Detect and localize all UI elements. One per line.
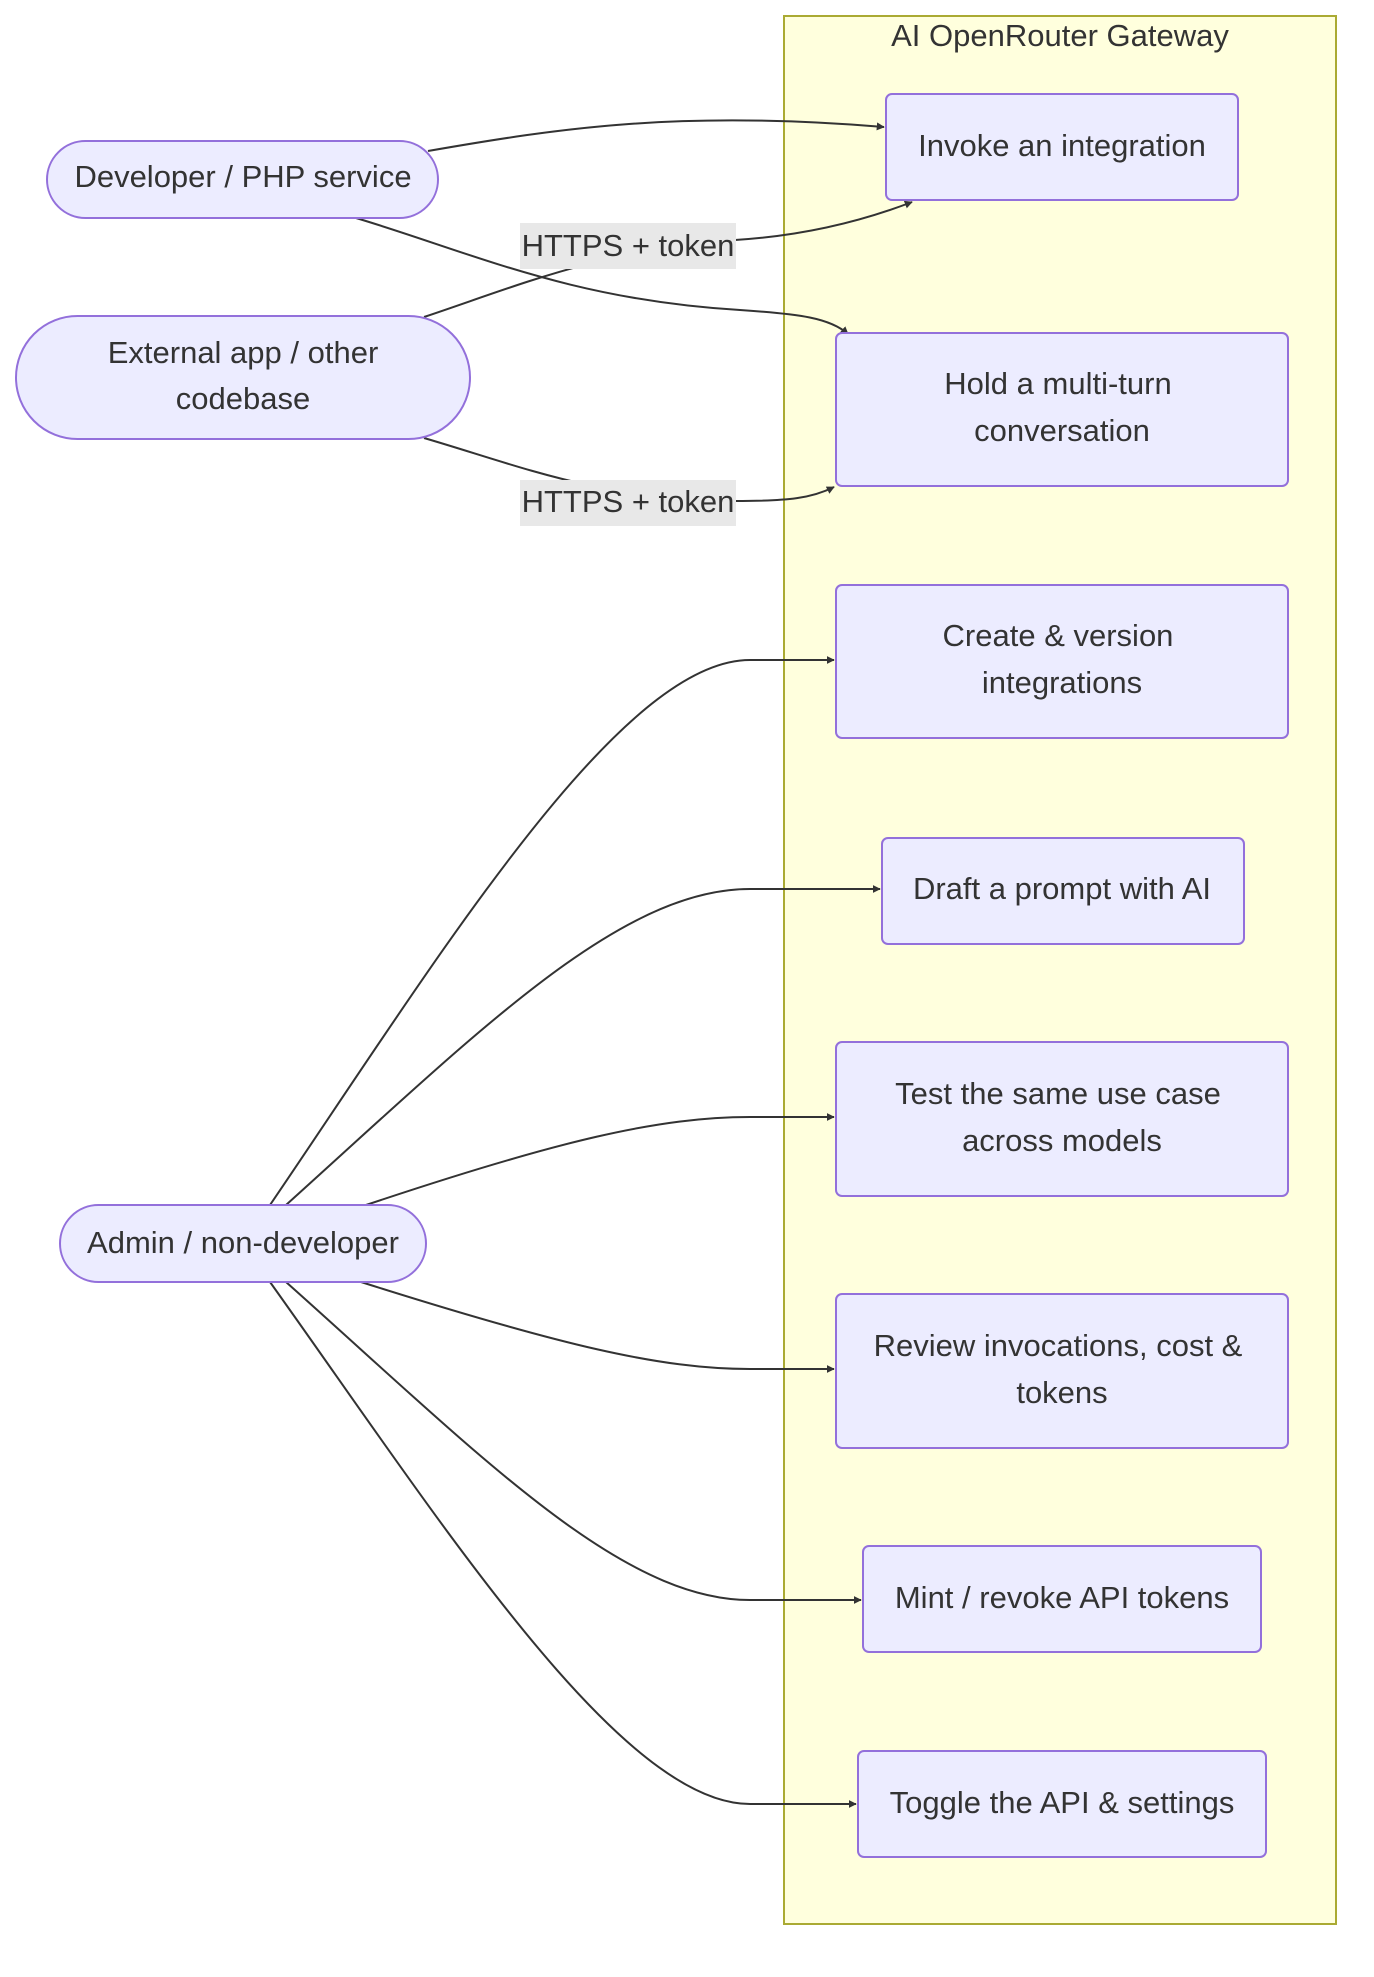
edge-label-external-conversation: HTTPS + token [522,484,735,519]
use-case-mint-label: Mint / revoke API tokens [895,1580,1229,1615]
use-case-draft-label: Draft a prompt with AI [913,871,1211,906]
edge-admin-create [269,656,835,1206]
actor-admin[interactable]: Admin / non-developer [59,1204,427,1283]
use-case-toggle[interactable]: Toggle the API & settings [857,1750,1267,1858]
actor-developer-shape [46,140,439,219]
use-case-draft-box [881,837,1245,945]
gateway-title: AI OpenRouter Gateway [891,18,1229,53]
actor-external-app-label-line2: codebase [176,381,310,416]
actor-external-app-label-line1: External app / other [108,335,379,370]
actor-developer-label: Developer / PHP service [74,159,411,194]
use-case-toggle-box [857,1750,1267,1858]
use-case-draft[interactable]: Draft a prompt with AI [881,837,1245,945]
use-case-test-box [835,1041,1289,1197]
use-case-mint-box [862,1545,1262,1653]
use-case-invoke[interactable]: Invoke an integration [885,93,1239,201]
actor-admin-shape [59,1204,427,1283]
actor-admin-label: Admin / non-developer [87,1225,399,1260]
use-case-test[interactable]: Test the same use case across models [835,1041,1289,1197]
use-case-review-box [835,1293,1289,1449]
actor-external-app[interactable]: External app / other codebase [15,315,471,440]
edge-label-bg [520,223,736,269]
use-case-toggle-label: Toggle the API & settings [890,1785,1235,1820]
use-case-invoke-box [885,93,1239,201]
use-case-review[interactable]: Review invocations, cost & tokens [835,1293,1289,1449]
use-case-mint[interactable]: Mint / revoke API tokens [862,1545,1262,1653]
use-case-conversation[interactable]: Hold a multi-turn conversation [835,332,1289,487]
actor-developer[interactable]: Developer / PHP service [46,140,439,219]
use-case-create-box [835,584,1289,739]
use-case-invoke-label: Invoke an integration [918,128,1206,163]
edge-admin-toggle [269,1281,857,1808]
use-case-review-label-line2: tokens [1016,1375,1107,1410]
use-case-test-label-line2: across models [962,1123,1162,1158]
edge-developer-conversation [355,217,849,335]
edge-admin-draft [285,885,881,1206]
use-case-conversation-box [835,332,1289,487]
use-case-test-label-line1: Test the same use case [895,1076,1221,1111]
use-case-create-label-line2: integrations [982,665,1142,700]
actor-external-app-shape [15,315,471,440]
edge-admin-test [365,1113,835,1206]
edge-admin-mint [285,1281,862,1604]
edge-admin-review [360,1281,835,1373]
edge-label-external-invoke: HTTPS + token [522,228,735,263]
use-case-conversation-label-line2: conversation [974,413,1150,448]
edge-developer-invoke [427,119,885,152]
use-case-create[interactable]: Create & version integrations [835,584,1289,739]
edge-label-bg [520,480,736,526]
edge-labels: HTTPS + token HTTPS + token [520,223,736,526]
use-case-review-label-line1: Review invocations, cost & [874,1328,1243,1363]
use-case-conversation-label-line1: Hold a multi-turn [944,366,1171,401]
use-case-create-label-line1: Create & version [943,618,1174,653]
